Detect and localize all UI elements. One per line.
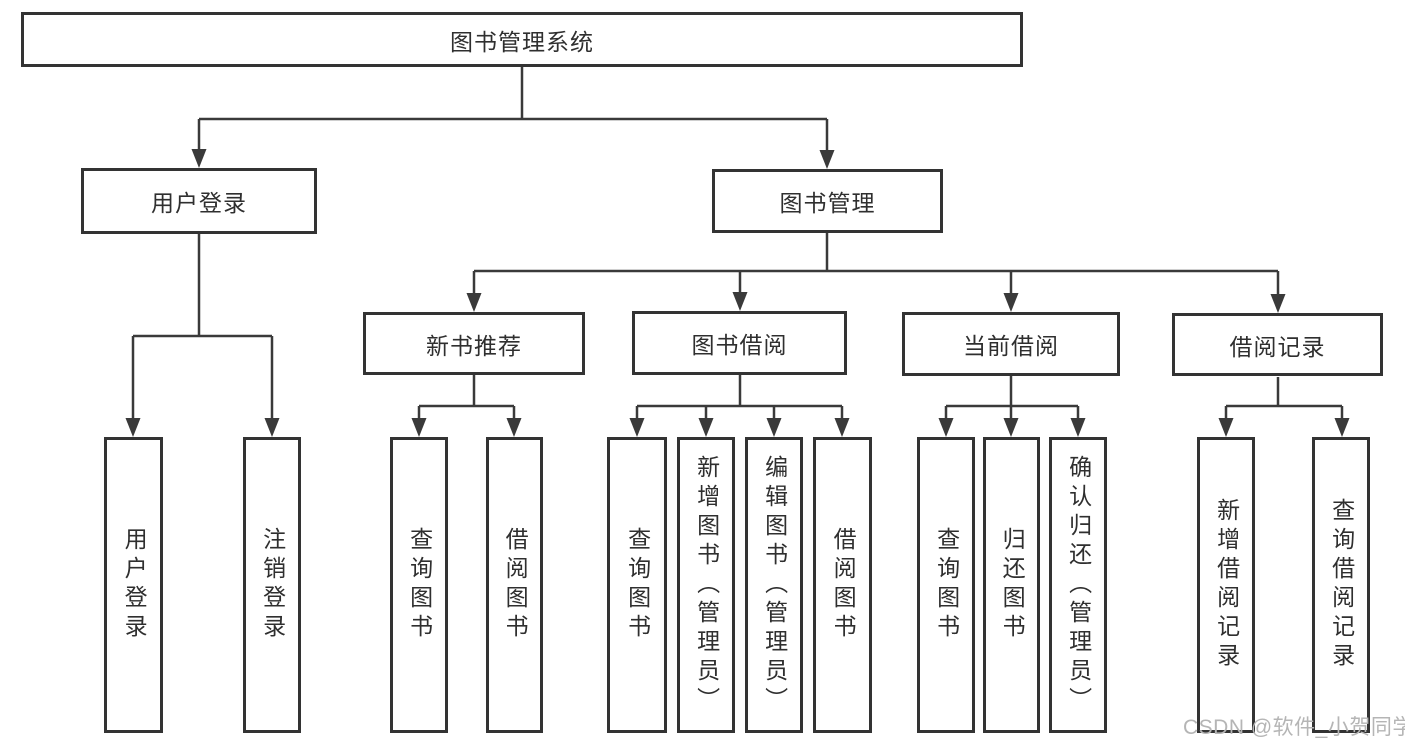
node-book-borrowing-label: 图书借阅 — [691, 332, 788, 358]
node-borrowing-records: 借阅记录 — [1172, 313, 1383, 376]
leaf-user-login-label: 用户登录 — [121, 527, 148, 643]
leaf-query-books-recommend-label: 查询图书 — [406, 527, 433, 643]
leaf-edit-books-admin: 编辑图书（管理员） — [745, 437, 803, 733]
leaf-query-books-recommend: 查询图书 — [390, 437, 448, 733]
leaf-add-borrow-record-label: 新增借阅记录 — [1213, 498, 1240, 672]
leaf-add-borrow-record: 新增借阅记录 — [1197, 437, 1255, 733]
node-book-management: 图书管理 — [712, 169, 943, 233]
node-new-book-recommend: 新书推荐 — [363, 312, 585, 375]
node-book-borrowing: 图书借阅 — [632, 311, 847, 375]
leaf-confirm-return-admin-label: 确认归还（管理员） — [1065, 454, 1092, 716]
node-library-system: 图书管理系统 — [21, 12, 1023, 67]
node-borrowing-records-label: 借阅记录 — [1229, 333, 1326, 360]
leaf-query-books-borrowing: 查询图书 — [607, 437, 667, 733]
leaf-query-books-current: 查询图书 — [917, 437, 975, 733]
leaf-query-borrow-record: 查询借阅记录 — [1312, 437, 1370, 733]
leaf-logout-login: 注销登录 — [243, 437, 301, 733]
leaf-borrow-books-borrowing: 借阅图书 — [813, 437, 872, 733]
node-user-login: 用户登录 — [81, 168, 317, 234]
node-current-borrowing: 当前借阅 — [902, 312, 1120, 376]
node-user-login-label: 用户登录 — [151, 190, 247, 216]
arrowheads — [125, 149, 1350, 437]
node-new-book-recommend-label: 新书推荐 — [426, 332, 522, 359]
leaf-return-books: 归还图书 — [983, 437, 1040, 733]
leaf-borrow-books-recommend-label: 借阅图书 — [502, 527, 529, 643]
node-library-system-label: 图书管理系统 — [450, 28, 594, 55]
leaf-confirm-return-admin: 确认归还（管理员） — [1049, 437, 1107, 733]
node-book-management-label: 图书管理 — [779, 190, 876, 216]
leaf-query-books-current-label: 查询图书 — [933, 527, 960, 643]
leaf-return-books-label: 归还图书 — [999, 527, 1026, 643]
leaf-logout-login-label: 注销登录 — [259, 527, 286, 643]
leaf-add-books-admin: 新增图书（管理员） — [677, 437, 735, 733]
leaf-query-books-borrowing-label: 查询图书 — [624, 527, 651, 643]
leaf-query-borrow-record-label: 查询借阅记录 — [1328, 498, 1355, 672]
leaf-borrow-books-borrowing-label: 借阅图书 — [830, 527, 857, 643]
node-current-borrowing-label: 当前借阅 — [963, 333, 1059, 359]
leaf-edit-books-admin-label: 编辑图书（管理员） — [761, 454, 788, 716]
leaf-user-login: 用户登录 — [104, 437, 163, 733]
leaf-add-books-admin-label: 新增图书（管理员） — [693, 454, 720, 716]
leaf-borrow-books-recommend: 借阅图书 — [486, 437, 543, 733]
watermark: CSDN @软件_小贺同学 — [1183, 716, 1405, 739]
